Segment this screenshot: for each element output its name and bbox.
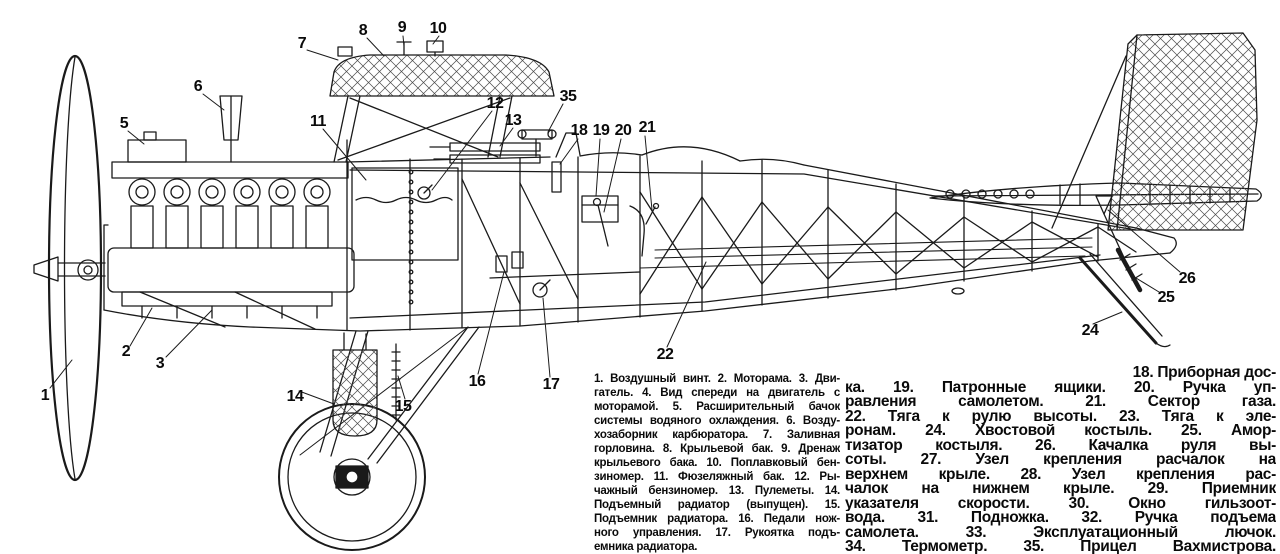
- callout-22: 22: [656, 346, 674, 363]
- legend-line: системы водяного охлаждения. 6. Возду-: [594, 415, 840, 427]
- legend-line: чалок на нижнем крыле. 29. Приемник: [845, 482, 1276, 497]
- legend-line: 22. Тяга к рулю высоты. 23. Тяга к эле-: [845, 409, 1276, 424]
- legend-line: 34. Термометр. 35. Прицел Вахмистрова.: [845, 540, 1276, 554]
- legend-line: хозаборник карбюратора. 7. Заливная: [594, 429, 840, 441]
- callout-7: 7: [297, 35, 307, 52]
- callout-5: 5: [119, 115, 129, 132]
- legend-line: соты. 27. Узел крепления расчалок на: [845, 453, 1276, 468]
- legend-line: чажный бензиномер. 13. Пулеметы. 14.: [594, 485, 840, 497]
- callout-9: 9: [397, 19, 407, 36]
- legend-line: ка. 19. Патронные ящики. 20. Ручка уп-: [845, 380, 1276, 395]
- callout-2: 2: [121, 343, 131, 360]
- callout-8: 8: [358, 22, 368, 39]
- wing-fuel-tank: [329, 40, 555, 163]
- callout-6: 6: [193, 78, 203, 95]
- legend-line: гатель. 4. Вид спереди на двигатель с: [594, 387, 840, 399]
- callout-16: 16: [468, 373, 486, 390]
- legend-column-left: 1. Воздушный винт. 2. Моторама. 3. Дви- …: [594, 372, 840, 554]
- callout-11: 11: [310, 113, 326, 130]
- legend-line: указателя скорости. 30. Окно гильзоот-: [845, 496, 1276, 511]
- fuselage: [103, 132, 1177, 332]
- tail: [929, 32, 1262, 348]
- callout-13: 13: [504, 112, 522, 129]
- callout-1: 1: [40, 387, 50, 404]
- callout-21: 21: [638, 119, 656, 136]
- legend-line: верхнем крыле. 28. Узел крепления рас-: [845, 467, 1276, 482]
- callout-35: 35: [559, 88, 577, 105]
- control-rods: [639, 237, 1093, 269]
- legend-line: 18. Приборная дос-: [1132, 366, 1276, 381]
- machine-guns: [429, 142, 541, 164]
- callout-26: 26: [1178, 270, 1196, 287]
- legend-column-right: 18. Приборная дос- ка. 19. Патронные ящи…: [845, 366, 1276, 554]
- fuselage-fuel-tank: [351, 167, 459, 261]
- propeller: [33, 54, 106, 482]
- legend-line: крыльевого бака. 10. Поплавковый бен-: [594, 457, 840, 469]
- callout-15: 15: [394, 398, 412, 415]
- legend-line: Подъемный радиатор (выпущен). 15.: [594, 499, 840, 511]
- engine: [103, 95, 355, 331]
- legend-line: ного управления. 17. Рукоятка подъ-: [594, 527, 840, 539]
- callout-3: 3: [155, 355, 165, 372]
- legend-line: самолета. 33. Эксплуатационный лючок.: [845, 525, 1276, 540]
- legend-line: равления самолетом. 21. Сектор газа.: [845, 395, 1276, 410]
- leader-lines: [49, 35, 1181, 405]
- legend-line: Подъемник радиатора. 16. Педали нож-: [594, 513, 840, 525]
- callout-25: 25: [1157, 289, 1175, 306]
- landing-gear: [278, 326, 480, 551]
- legend-line: емника радиатора.: [594, 541, 698, 553]
- cockpit: [489, 161, 660, 298]
- legend-line: 1. Воздушный винт. 2. Моторама. 3. Дви-: [594, 373, 840, 385]
- callout-17: 17: [542, 376, 560, 393]
- callout-24: 24: [1081, 322, 1099, 339]
- callout-12: 12: [486, 95, 504, 112]
- gun-sight: [517, 129, 557, 157]
- callout-14: 14: [286, 388, 304, 405]
- callout-18: 18: [570, 122, 588, 139]
- callout-19: 19: [592, 122, 610, 139]
- callout-10: 10: [429, 20, 447, 37]
- callout-20: 20: [614, 122, 632, 139]
- legend-line: горловина. 8. Крыльевой бак. 9. Дренаж: [594, 443, 840, 455]
- legend-line: моторамой. 5. Расширительный бачок: [594, 401, 840, 413]
- legend-line: зиномер. 11. Фюзеляжный бак. 12. Ры-: [594, 471, 840, 483]
- legend-line: тизатор костыля. 26. Качалка руля вы-: [845, 438, 1276, 453]
- legend-line: ронам. 24. Хвостовой костыль. 25. Амор-: [845, 424, 1276, 439]
- legend-line: вода. 31. Подножка. 32. Ручка подъема: [845, 511, 1276, 526]
